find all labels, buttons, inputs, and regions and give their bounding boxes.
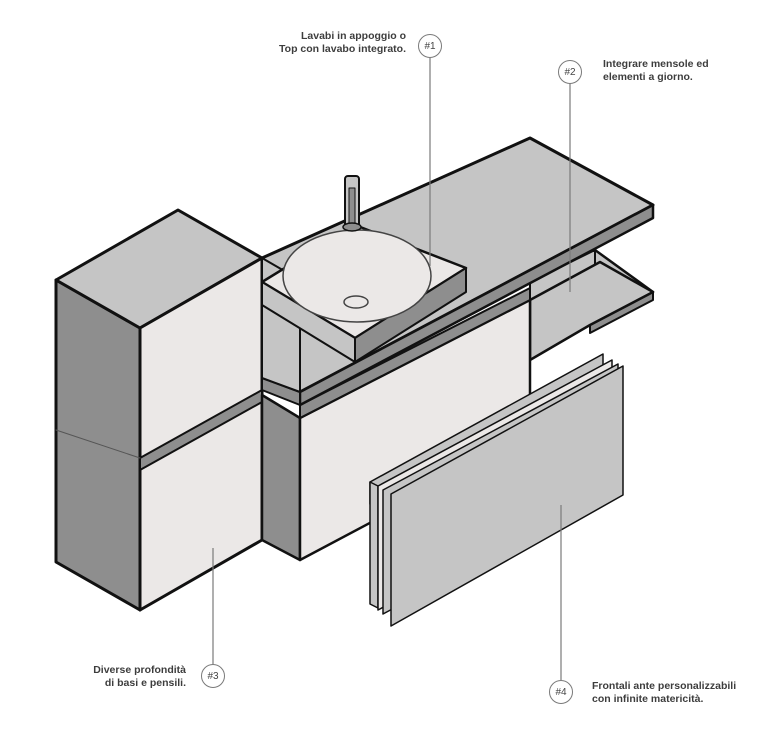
wash-basin	[260, 175, 468, 363]
annotation-2-badge: #2	[558, 60, 582, 84]
annotation-3-badge: #3	[201, 664, 225, 688]
base-cabinet	[260, 287, 532, 562]
annotation-4-badge: #4	[549, 680, 573, 704]
door-fronts	[369, 353, 624, 627]
annotation-1-text: Lavabi in appoggio o Top con lavabo inte…	[279, 30, 406, 55]
leader-lines	[212, 58, 571, 680]
tall-column-unit	[54, 208, 264, 612]
annotation-3-text: Diverse profondità di basi e pensili.	[93, 664, 186, 689]
annotation-1-badge: #1	[418, 34, 442, 58]
annotation-4-text: Frontali ante personalizzabili con infin…	[592, 680, 737, 705]
annotation-2-text: Integrare mensole ed elementi a giorno.	[603, 58, 709, 83]
